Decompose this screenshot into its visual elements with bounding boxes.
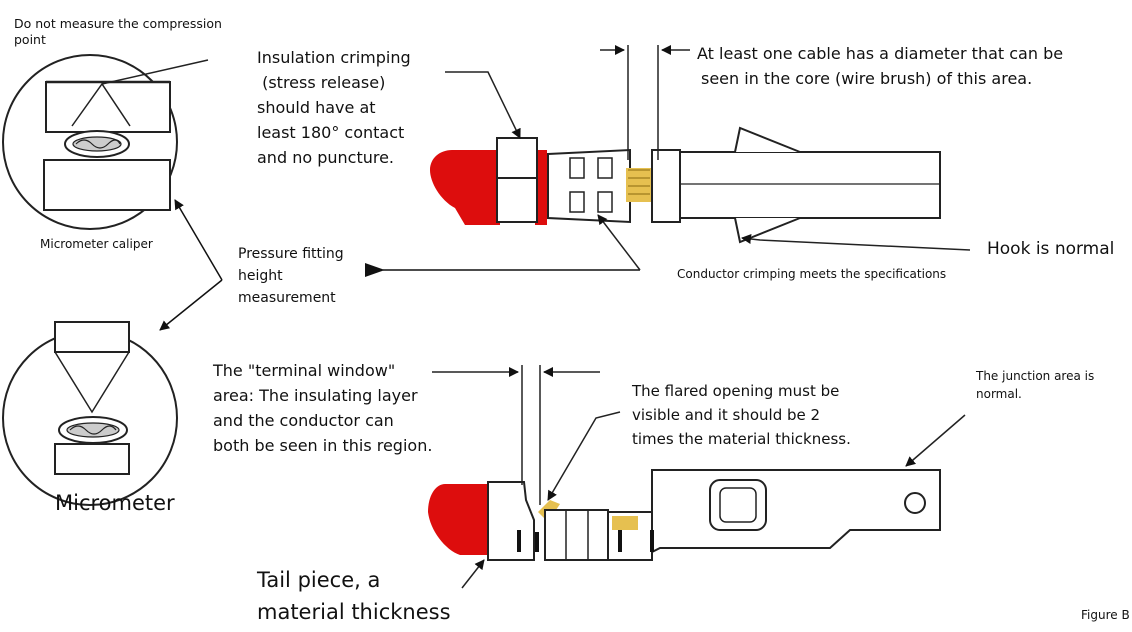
flared-opening-label: The flared opening must be visible and i… — [632, 382, 851, 448]
compression-note: Do not measure the compression point — [14, 16, 222, 47]
micrometer-drawing — [2, 321, 178, 506]
terminal-window-label: The "terminal window" area: The insulati… — [213, 361, 433, 455]
top-terminal-drawing — [430, 126, 941, 244]
pressure-fitting-label: Pressure fitting height measurement — [238, 246, 344, 306]
bottom-terminal-drawing — [428, 469, 941, 561]
hook-normal-label: Hook is normal — [987, 239, 1115, 259]
tail-piece-label: Tail piece, a material thickness — [257, 568, 451, 624]
insulation-crimping-label: Insulation crimping (stress release) sho… — [257, 48, 411, 167]
figure-label: Figure B — [1081, 608, 1130, 622]
micrometer-label: Micrometer — [55, 491, 175, 515]
micrometer-caliper-label: Micrometer caliper — [40, 237, 153, 251]
micrometer-caliper-drawing — [2, 54, 209, 230]
conductor-crimping-label: Conductor crimping meets the specificati… — [677, 267, 947, 281]
cable-diameter-label: At least one cable has a diameter that c… — [697, 44, 1064, 88]
junction-area-label: The junction area is normal. — [976, 369, 1095, 401]
top-dimension-lines — [445, 45, 971, 271]
bottom-dimension-lines — [432, 365, 966, 589]
arrow-to-caliper — [174, 199, 223, 281]
arrow-to-micrometer — [159, 279, 223, 331]
